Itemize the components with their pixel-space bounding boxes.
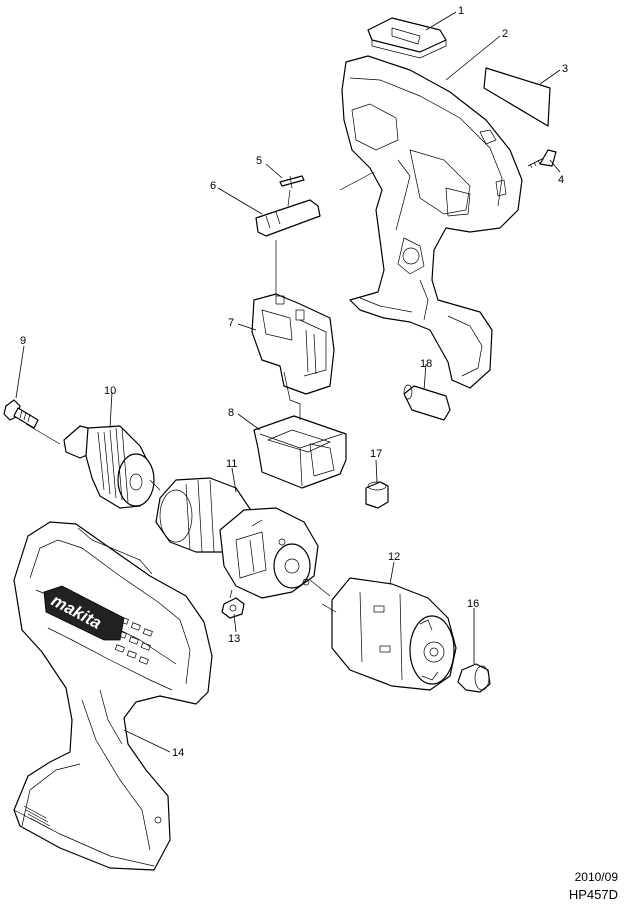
part-10-drill-chuck xyxy=(63,425,155,509)
callout-8: 8 xyxy=(228,407,234,419)
callout-18: 18 xyxy=(420,358,432,370)
part-6-lever xyxy=(255,199,321,237)
assembly-axis-lines xyxy=(25,171,375,599)
part-4-tapping-screw xyxy=(527,149,557,169)
callout-3: 3 xyxy=(562,63,568,75)
part-7-switch xyxy=(251,293,335,405)
callout-leaders xyxy=(15,11,561,753)
part-8-switch-case xyxy=(253,415,347,489)
callout-7: 7 xyxy=(228,317,234,329)
callout-2: 2 xyxy=(502,28,508,40)
callout-4: 4 xyxy=(558,174,564,186)
callout-13: 13 xyxy=(228,633,240,645)
callout-11: 11 xyxy=(226,458,237,470)
part-2-housing-right xyxy=(341,55,523,389)
callout-16: 16 xyxy=(467,598,479,610)
part-17-cylinder xyxy=(365,481,389,509)
part-13-screw xyxy=(221,597,245,619)
brand-logo-plate xyxy=(43,585,125,641)
part-18-sleeve xyxy=(403,384,451,421)
callout-5: 5 xyxy=(256,155,262,167)
part-9-hex-bolt xyxy=(3,399,39,429)
part-16-end-cap xyxy=(457,663,491,693)
part-1-switch-lever xyxy=(367,17,447,59)
callout-17: 17 xyxy=(370,448,382,460)
callout-1: 1 xyxy=(458,5,464,17)
callout-14: 14 xyxy=(172,747,184,759)
callout-10: 10 xyxy=(104,385,116,397)
part-5-spring xyxy=(279,175,305,189)
part-11-gear-assembly xyxy=(155,477,319,599)
callout-labels: 1 2 3 4 5 6 7 8 9 10 11 12 13 14 16 17 1… xyxy=(20,5,568,759)
footer-date: 2010/09 xyxy=(574,870,618,884)
part-12-motor xyxy=(321,577,457,691)
callout-9: 9 xyxy=(20,335,26,347)
callout-6: 6 xyxy=(210,180,216,192)
callout-12: 12 xyxy=(388,551,400,563)
footer-model-number: HP457D xyxy=(568,887,618,902)
part-14-housing-left: makita xyxy=(13,521,213,871)
part-3-name-plate xyxy=(483,67,551,127)
